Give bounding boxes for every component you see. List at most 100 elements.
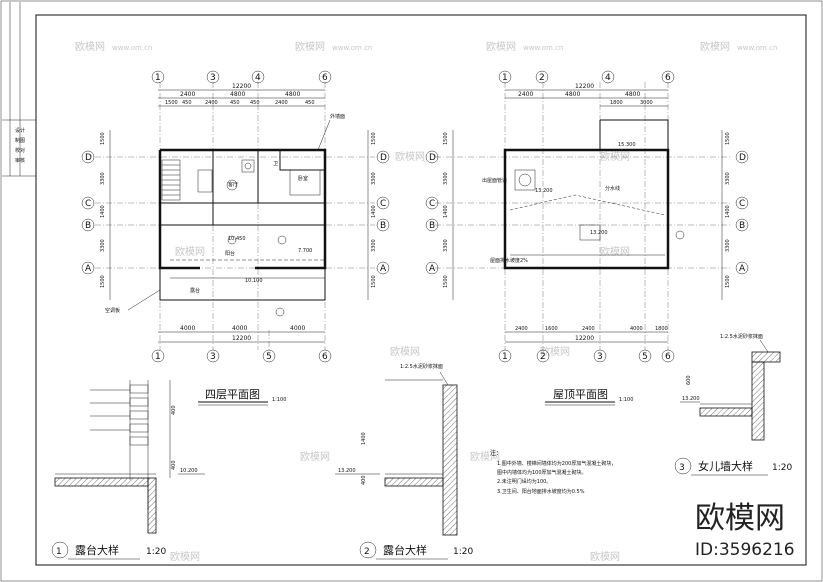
stair <box>161 159 181 201</box>
svg-text:15.300: 15.300 <box>618 142 636 148</box>
svg-text:13.200: 13.200 <box>338 468 356 474</box>
svg-text:1400: 1400 <box>100 205 106 218</box>
svg-text:3300: 3300 <box>725 239 731 252</box>
svg-text:6: 6 <box>665 73 671 83</box>
svg-text:10.450: 10.450 <box>228 236 246 242</box>
svg-text:1500: 1500 <box>725 275 731 288</box>
svg-text:1: 1 <box>155 352 161 362</box>
svg-text:A: A <box>429 264 436 274</box>
svg-text:3300: 3300 <box>371 239 377 252</box>
brand-mark: 欧模网 ID:3596216 <box>695 501 795 560</box>
inner-border <box>35 14 807 566</box>
svg-text:欧模网: 欧模网 <box>540 346 570 358</box>
detail-3: 1:2.5水泥砂浆抹面 13.200 600 3 女儿墙大样 1:20 <box>674 333 792 476</box>
svg-text:空调板: 空调板 <box>105 307 120 314</box>
svg-text:6: 6 <box>322 73 328 83</box>
svg-text:12200: 12200 <box>575 83 594 90</box>
svg-text:1500: 1500 <box>443 132 449 145</box>
svg-text:1500: 1500 <box>371 275 377 288</box>
svg-text:10.100: 10.100 <box>245 278 263 284</box>
svg-text:2400: 2400 <box>180 91 195 98</box>
svg-text:6: 6 <box>322 352 328 362</box>
svg-text:13.200: 13.200 <box>590 230 608 236</box>
roof-plan: 1 2 4 6 1 2 3 5 6 D C B A D C B A 12200 … <box>425 70 749 363</box>
svg-text:设计: 设计 <box>15 127 25 134</box>
svg-text:450: 450 <box>305 100 315 106</box>
svg-text:3300: 3300 <box>371 172 377 185</box>
svg-text:A: A <box>85 264 92 274</box>
svg-text:审核: 审核 <box>15 157 25 164</box>
svg-text:校对: 校对 <box>15 147 25 154</box>
brand-id: ID:3596216 <box>695 540 795 560</box>
svg-text:3: 3 <box>597 352 603 362</box>
svg-text:制图: 制图 <box>15 137 25 144</box>
svg-text:1:100: 1:100 <box>272 397 286 403</box>
svg-text:2: 2 <box>364 547 370 557</box>
svg-text:欧模网: 欧模网 <box>470 451 500 463</box>
detail-2: 1:2.5水泥砂浆抹面 13.200 1400 400 2 露台大样 1:20 <box>335 363 473 560</box>
svg-text:欧模网: 欧模网 <box>486 41 516 53</box>
svg-text:3300: 3300 <box>725 172 731 185</box>
svg-text:露台: 露台 <box>190 287 200 294</box>
svg-text:C: C <box>739 199 745 209</box>
svg-text:1500: 1500 <box>100 275 106 288</box>
svg-text:2400: 2400 <box>275 100 288 106</box>
svg-text:注：: 注： <box>490 449 502 457</box>
svg-text:B: B <box>380 221 386 231</box>
svg-text:1400: 1400 <box>443 205 449 218</box>
svg-text:4000: 4000 <box>630 326 643 332</box>
svg-text:12200: 12200 <box>575 335 594 342</box>
svg-text:卧室: 卧室 <box>298 175 308 182</box>
svg-text:1: 1 <box>56 547 62 557</box>
roof-plan-title: 屋顶平面图 <box>553 388 608 401</box>
svg-text:1400: 1400 <box>361 432 367 445</box>
svg-text:4000: 4000 <box>180 325 195 332</box>
svg-text:1: 1 <box>155 73 161 83</box>
svg-text:C: C <box>429 199 435 209</box>
svg-text:D: D <box>380 153 387 163</box>
svg-text:C: C <box>85 199 91 209</box>
svg-text:D: D <box>429 153 436 163</box>
svg-text:1:20: 1:20 <box>146 547 166 557</box>
svg-text:欧模网: 欧模网 <box>300 451 330 463</box>
svg-text:3300: 3300 <box>100 172 106 185</box>
svg-text:出屋面管道: 出屋面管道 <box>482 177 507 184</box>
svg-text:3000: 3000 <box>640 100 653 106</box>
svg-text:3300: 3300 <box>443 172 449 185</box>
svg-text:600: 600 <box>686 375 692 385</box>
svg-text:4: 4 <box>605 73 611 83</box>
svg-text:3300: 3300 <box>443 239 449 252</box>
svg-text:10.200: 10.200 <box>180 468 198 474</box>
plan-titles: 四层平面图 1:100 屋顶平面图 1:100 <box>198 388 633 406</box>
svg-text:www.om.cn: www.om.cn <box>332 44 372 52</box>
brand-name: 欧模网 <box>695 501 785 536</box>
svg-text:3300: 3300 <box>100 239 106 252</box>
detail-3-title: 女儿墙大样 <box>698 459 753 473</box>
svg-text:1:100: 1:100 <box>619 397 633 403</box>
detail-1-title: 露台大样 <box>75 543 119 557</box>
svg-text:B: B <box>739 221 745 231</box>
svg-text:3.卫生间、阳台地面排水坡度均为0.5%: 3.卫生间、阳台地面排水坡度均为0.5% <box>497 488 585 495</box>
svg-text:2400: 2400 <box>205 100 218 106</box>
svg-text:1: 1 <box>502 73 508 83</box>
svg-text:2.未注明门垛均为100。: 2.未注明门垛均为100。 <box>497 478 551 485</box>
svg-text:2: 2 <box>540 352 546 362</box>
svg-text:1400: 1400 <box>725 205 731 218</box>
svg-text:欧模网: 欧模网 <box>75 41 105 53</box>
svg-text:450: 450 <box>182 100 192 106</box>
svg-text:www.om.cn: www.om.cn <box>523 44 563 52</box>
svg-text:7.700: 7.700 <box>298 248 312 254</box>
svg-text:A: A <box>380 264 387 274</box>
svg-text:屋面排水坡度2%: 屋面排水坡度2% <box>490 257 528 264</box>
svg-text:欧模网: 欧模网 <box>390 346 420 358</box>
svg-text:4000: 4000 <box>290 325 305 332</box>
svg-text:3: 3 <box>210 352 216 362</box>
svg-text:D: D <box>739 153 746 163</box>
svg-text:1500: 1500 <box>165 100 178 106</box>
svg-text:4800: 4800 <box>565 91 580 98</box>
svg-text:欧模网: 欧模网 <box>700 41 730 53</box>
watermarks: 欧模网 www.om.cn 欧模网 www.om.cn 欧模网 www.om.c… <box>75 41 777 563</box>
svg-text:1600: 1600 <box>545 326 558 332</box>
svg-text:450: 450 <box>250 100 260 106</box>
